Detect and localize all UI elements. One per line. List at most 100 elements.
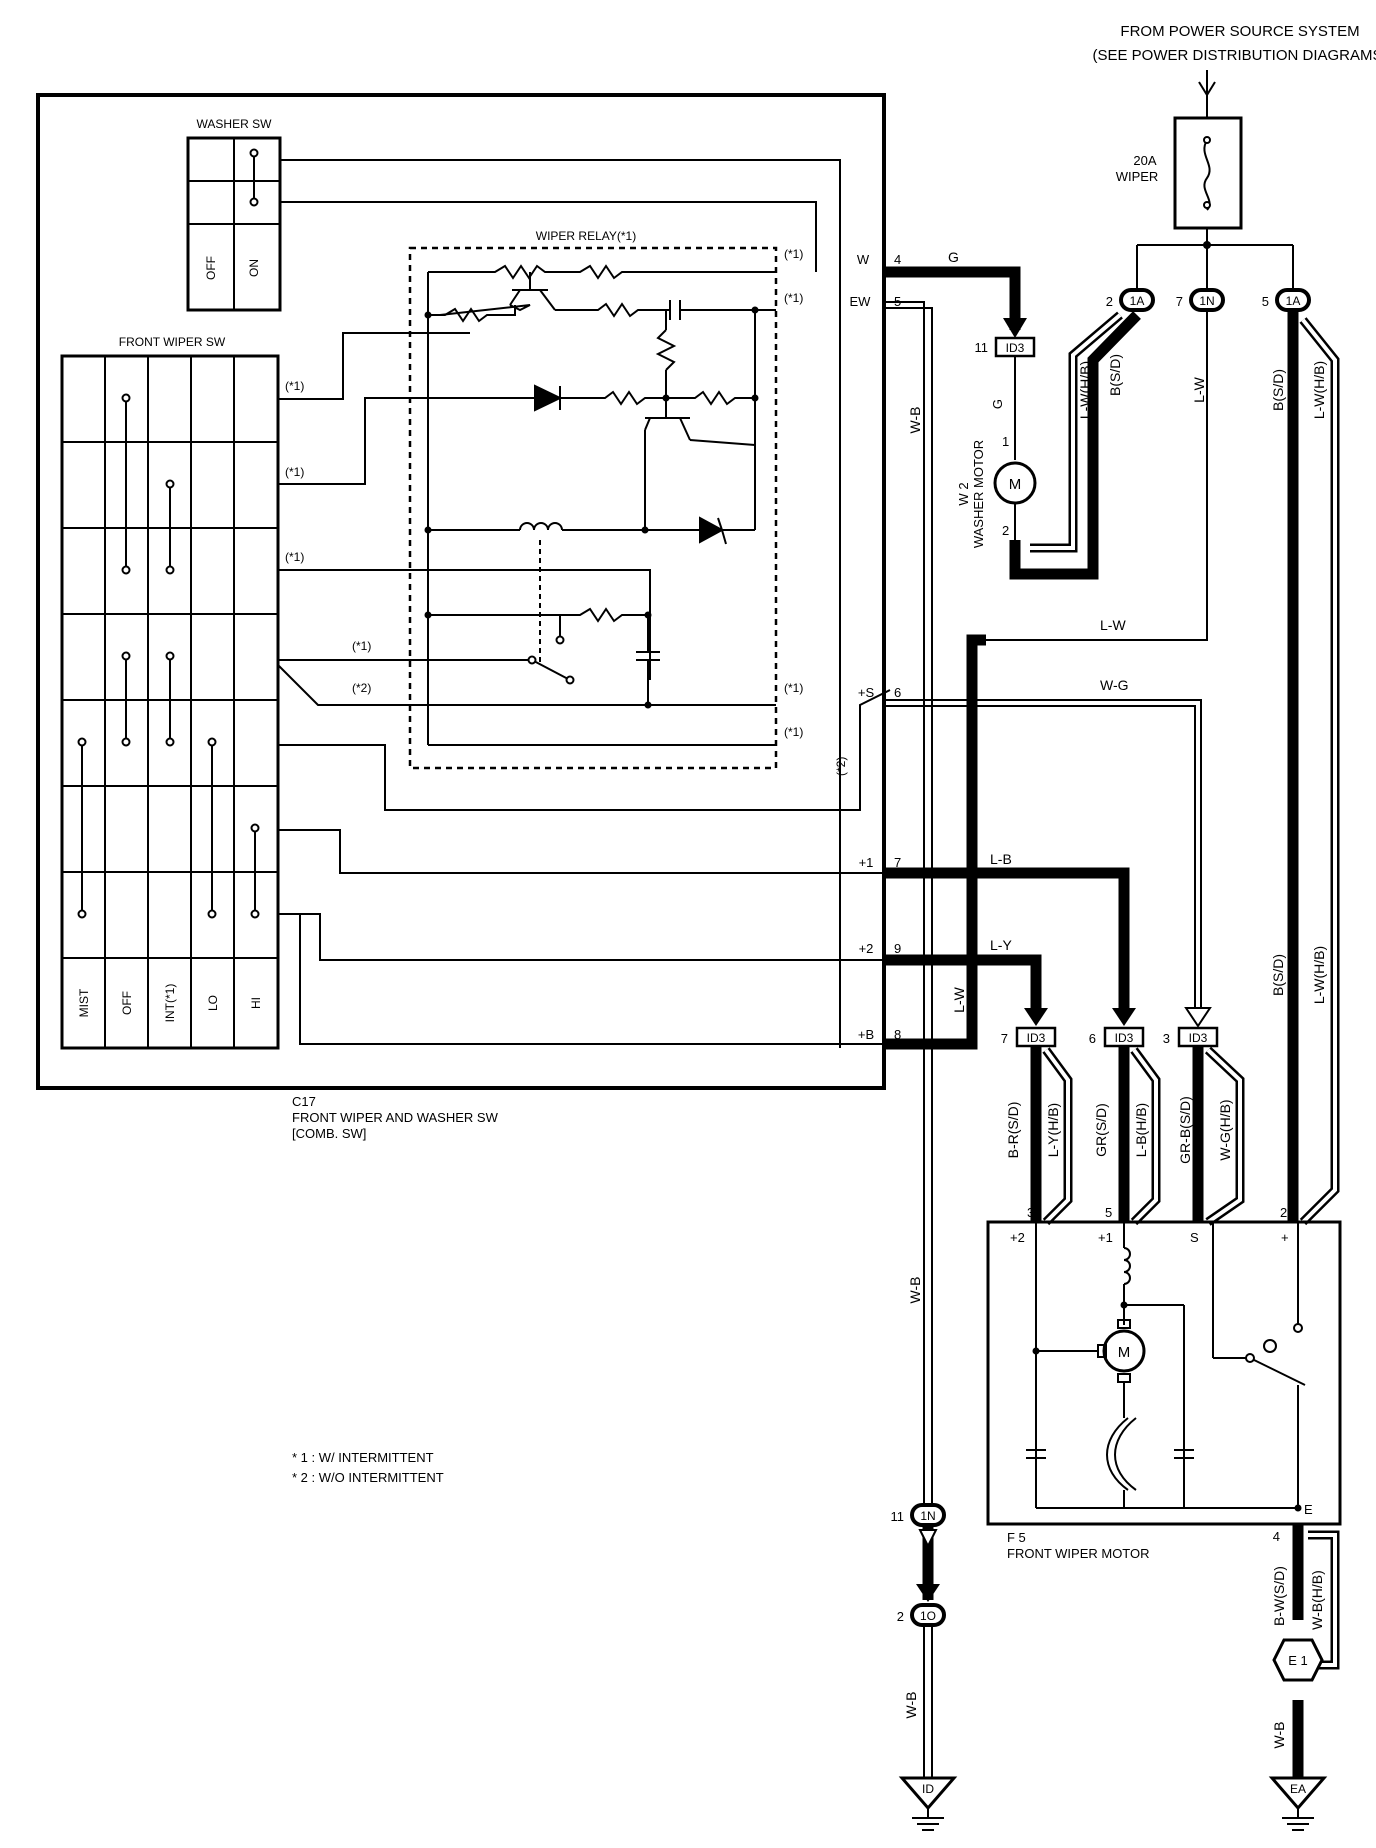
svg-text:9: 9	[894, 941, 901, 956]
connector-1n-top: 1N 7	[1176, 288, 1225, 312]
svg-text:(*1): (*1)	[784, 681, 803, 695]
svg-text:L-Y(H/B): L-Y(H/B)	[1045, 1103, 1061, 1157]
wire-label-bsd-right-lower: B(S/D)	[1270, 954, 1286, 996]
svg-text:1A: 1A	[1286, 294, 1301, 308]
svg-text:1N: 1N	[1199, 294, 1214, 308]
wiper-relay: WIPER RELAY(*1) (*1) (*1) (*1) (*1)	[408, 229, 803, 770]
wire-label-wbhb: W-B(H/B)	[1309, 1570, 1325, 1630]
wire-label-ly: L-Y	[990, 937, 1012, 953]
svg-text:+B: +B	[858, 1027, 874, 1042]
connector-1o: 1O 2	[897, 1603, 946, 1627]
arrow-head	[1024, 1008, 1048, 1026]
svg-text:+1: +1	[859, 855, 874, 870]
wire-label-lwhb-right-lower: L-W(H/B)	[1311, 946, 1327, 1004]
svg-text:C17: C17	[292, 1094, 316, 1109]
wire-plus-feed	[1287, 310, 1340, 1226]
wire-label-wb-ea: W-B	[1271, 1722, 1287, 1749]
svg-text:+: +	[1281, 1230, 1289, 1245]
svg-text:L-B(H/B): L-B(H/B)	[1133, 1103, 1149, 1157]
svg-text:(*1): (*1)	[285, 550, 304, 564]
power-source-label: FROM POWER SOURCE SYSTEM (SEE POWER DIST…	[1092, 23, 1376, 64]
svg-text:+1: +1	[1098, 1230, 1113, 1245]
svg-text:WASHER SW: WASHER SW	[197, 117, 273, 131]
svg-text:ID: ID	[922, 1782, 934, 1796]
switch-block-outline	[36, 93, 886, 1090]
svg-text:20A: 20A	[1133, 153, 1156, 168]
svg-text:3: 3	[1163, 1031, 1170, 1046]
svg-text:8: 8	[894, 1027, 901, 1042]
svg-text:[COMB. SW]: [COMB. SW]	[292, 1126, 366, 1141]
svg-text:ID3: ID3	[1027, 1031, 1046, 1045]
svg-text:M: M	[1118, 1344, 1131, 1361]
svg-text:LO: LO	[206, 995, 220, 1011]
svg-text:S: S	[1190, 1230, 1199, 1245]
fuse-wiper-20a: 20A WIPER	[1116, 116, 1243, 230]
connector-id3-washer: ID3 11	[975, 336, 1036, 358]
wire-ly	[884, 954, 1042, 1012]
washer-switch-wires	[280, 159, 841, 1048]
connector-id3-pin6: ID3 6	[1089, 1026, 1145, 1048]
wire-label-lb: L-B	[990, 851, 1012, 867]
connector-id3-pin7: ID3 7	[1001, 1026, 1057, 1048]
svg-text:W: W	[857, 252, 870, 267]
svg-text:G: G	[990, 399, 1005, 409]
wire-wb	[884, 301, 933, 1505]
svg-text:E 1: E 1	[1288, 1653, 1308, 1668]
svg-text:ID3: ID3	[1189, 1031, 1208, 1045]
svg-text:OFF: OFF	[120, 991, 134, 1015]
connector-id3-pin3: ID3 3	[1163, 1026, 1219, 1048]
wire-label-g: G	[948, 249, 959, 265]
svg-text:+S: +S	[858, 685, 875, 700]
svg-text:7: 7	[894, 855, 901, 870]
wire-motor-ground	[1292, 1524, 1340, 1790]
svg-text:7: 7	[1176, 294, 1183, 309]
svg-text:* 1 : W/ INTERMITTENT: * 1 : W/ INTERMITTENT	[292, 1450, 434, 1465]
wire-g	[884, 266, 1021, 330]
power-input-arrow	[1198, 70, 1216, 118]
svg-text:1: 1	[1194, 1205, 1201, 1220]
svg-text:MIST: MIST	[77, 988, 91, 1017]
wire-label-lw-top: L-W	[1191, 376, 1207, 402]
svg-text:(*1): (*1)	[784, 725, 803, 739]
power-distribution-wire	[1136, 228, 1294, 290]
front-wiper-switch-wires	[277, 332, 891, 1045]
svg-text:EA: EA	[1290, 1782, 1306, 1796]
svg-text:FROM POWER SOURCE SYSTEM: FROM POWER SOURCE SYSTEM	[1120, 23, 1359, 40]
connector-1a-right: 1A 5	[1262, 288, 1311, 312]
switch-notes: (*1) (*1) (*1) (*1) (*2) (*2)	[285, 379, 848, 776]
svg-text:WASHER MOTOR: WASHER MOTOR	[971, 440, 986, 548]
svg-text:E: E	[1304, 1502, 1313, 1517]
svg-text:INT(*1): INT(*1)	[163, 984, 177, 1023]
arrow-head	[918, 1529, 938, 1549]
wire-label-lwhb: L-W(H/B)	[1077, 361, 1093, 419]
svg-text:2: 2	[1002, 523, 1009, 538]
switch-block-label: C17 FRONT WIPER AND WASHER SW [COMB. SW]	[292, 1094, 499, 1141]
svg-text:ID3: ID3	[1006, 341, 1025, 355]
arrow-head	[916, 1584, 940, 1602]
wire-label-lwhb-right: L-W(H/B)	[1311, 361, 1327, 419]
svg-text:5: 5	[1105, 1205, 1112, 1220]
svg-text:1N: 1N	[920, 1509, 935, 1523]
svg-text:FRONT WIPER AND WASHER SW: FRONT WIPER AND WASHER SW	[292, 1110, 499, 1125]
arrow-head	[1003, 318, 1027, 338]
connector-1a-left: 1A 2	[1106, 288, 1155, 312]
svg-text:GR(S/D): GR(S/D)	[1093, 1103, 1109, 1157]
arrow-head	[1112, 1008, 1136, 1026]
ground-id: ID	[898, 1776, 958, 1831]
connector-1n-bottom: 1N 11	[891, 1503, 946, 1527]
arrow-head	[1184, 1007, 1212, 1028]
svg-text:2: 2	[1106, 294, 1113, 309]
svg-text:EW: EW	[850, 294, 872, 309]
svg-text:ON: ON	[247, 259, 261, 277]
svg-text:HI: HI	[249, 997, 263, 1009]
wire-label-lw-mid: L-W	[1100, 617, 1126, 633]
svg-text:(*2): (*2)	[834, 757, 848, 776]
svg-text:+2: +2	[1010, 1230, 1025, 1245]
svg-text:(*1): (*1)	[352, 639, 371, 653]
svg-text:F 5: F 5	[1007, 1530, 1026, 1545]
wire-labels-id3: B-R(S/D) L-Y(H/B) GR(S/D) L-B(H/B) GR-B(…	[1005, 1096, 1233, 1164]
svg-text:6: 6	[1089, 1031, 1096, 1046]
footnotes: * 1 : W/ INTERMITTENT * 2 : W/O INTERMIT…	[292, 1450, 444, 1485]
wire-label-wb-lower: W-B	[907, 1277, 923, 1304]
